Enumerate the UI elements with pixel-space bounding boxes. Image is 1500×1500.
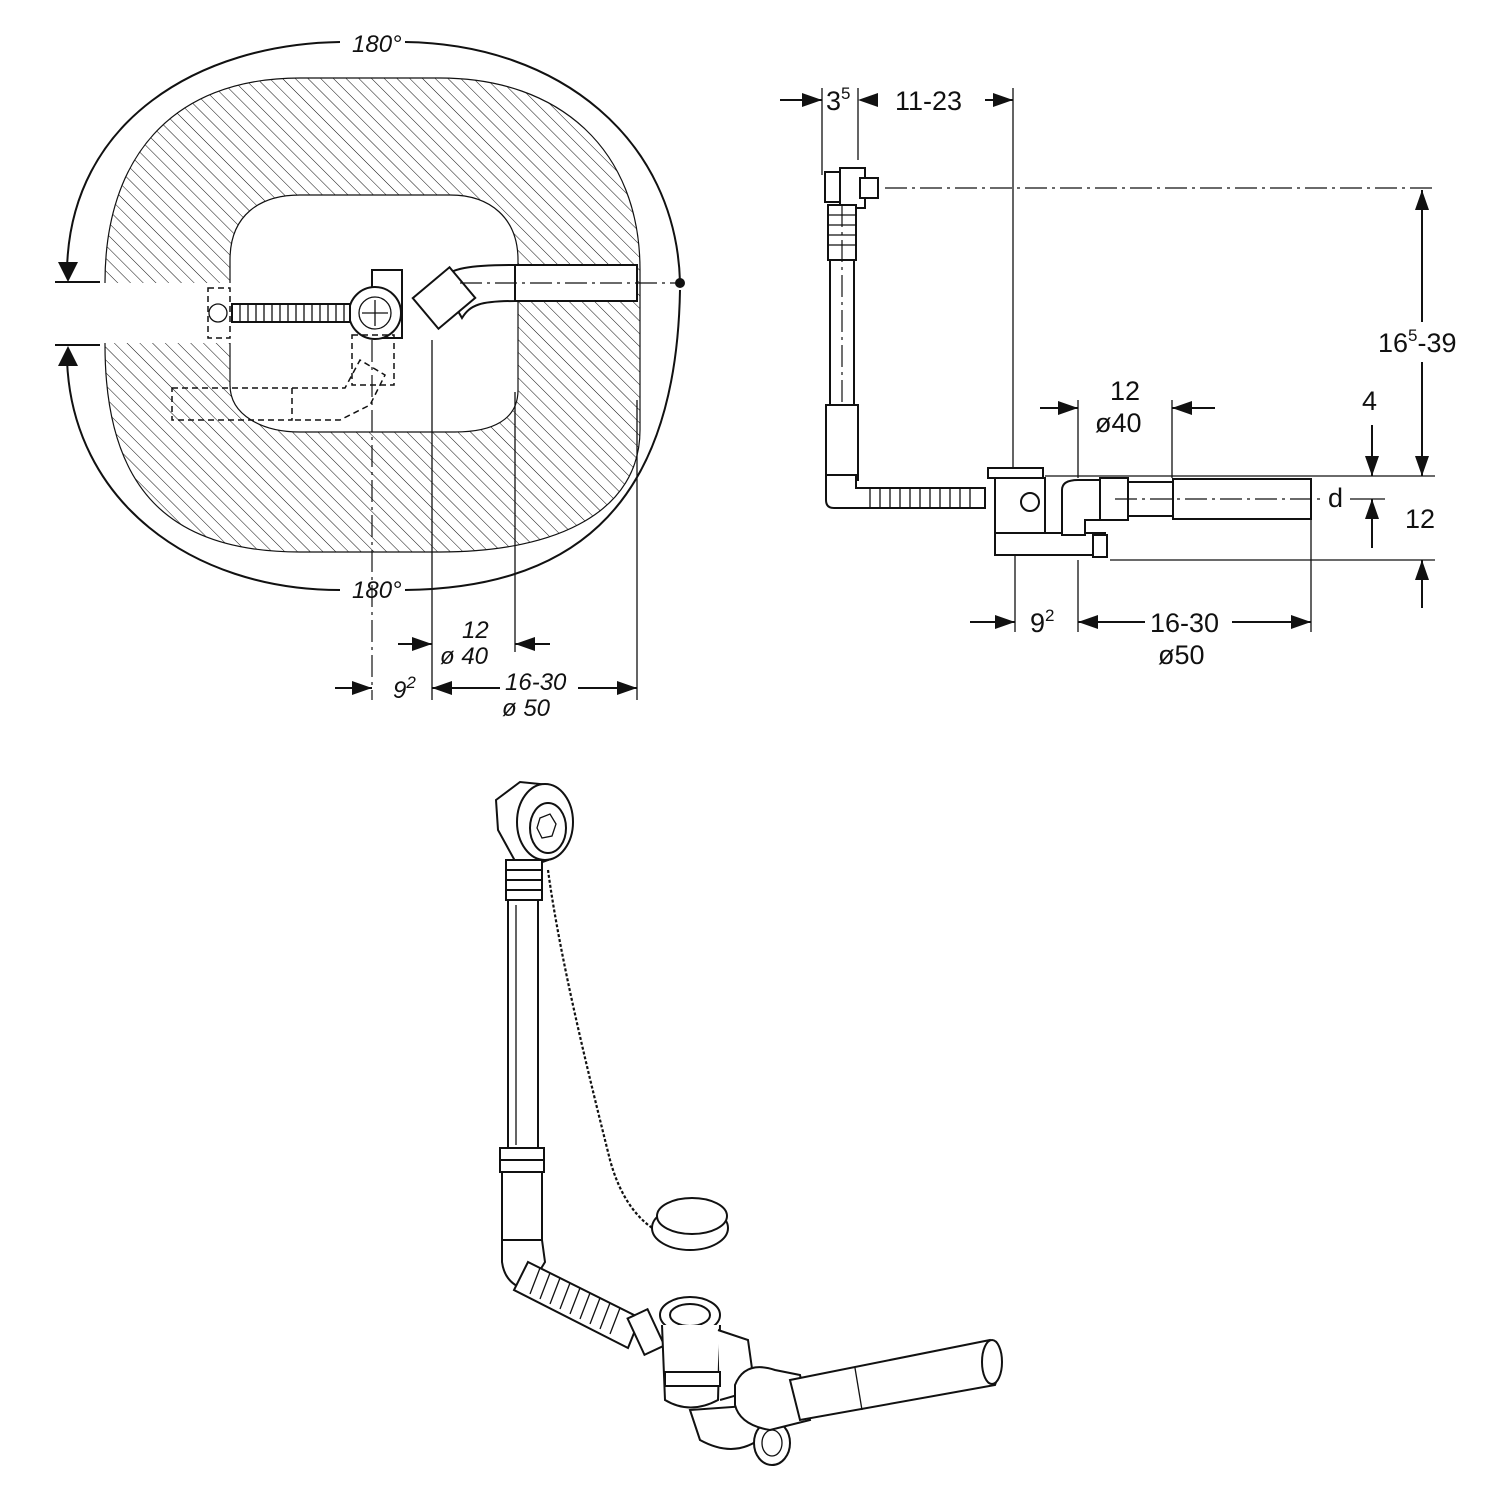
side-dim-12-top: 12 <box>1110 376 1140 406</box>
rotation-arc-bottom <box>66 359 341 591</box>
plan-dim-d40: ø 40 <box>440 643 489 670</box>
side-dim-4: 4 <box>1362 386 1377 416</box>
rotation-arc-top <box>66 41 341 271</box>
chain <box>546 869 681 1242</box>
angle-label-top: 180° <box>352 31 402 58</box>
side-dim-d: d <box>1328 483 1343 513</box>
overflow-ribs-iso <box>505 859 543 901</box>
plan-dim-9: 92 <box>393 673 416 704</box>
flex-hose-iso <box>512 1260 642 1350</box>
isometric-view <box>494 780 1003 1466</box>
side-dim-d40: ø40 <box>1095 408 1142 438</box>
rotation-arc-bottom-right <box>404 289 681 591</box>
side-dim-3: 35 <box>826 84 851 116</box>
outlet-pipe-iso <box>788 1338 1000 1422</box>
side-dim-d50: ø50 <box>1158 640 1205 670</box>
side-view: 35 11-23 <box>780 84 1473 670</box>
plan-view: 180° 180° <box>55 31 685 722</box>
side-dim-16-30: 16-30 <box>1150 608 1219 638</box>
arc-arrow-bottom <box>58 346 78 366</box>
side-dim-9: 92 <box>1030 606 1055 638</box>
plan-dim-d50: ø 50 <box>502 695 551 722</box>
drain-flange-side <box>987 467 1044 479</box>
plan-dim-12: 12 <box>462 617 489 644</box>
side-dim-16-39: 165-39 <box>1378 326 1457 358</box>
side-dim-12-right: 12 <box>1405 504 1435 534</box>
rotation-arc-top-right <box>404 41 681 283</box>
side-dim-11-23: 11-23 <box>895 86 962 116</box>
angle-label-bottom: 180° <box>352 577 402 604</box>
overflow-tube-iso <box>507 899 539 1149</box>
arc-arrow-top <box>58 262 78 282</box>
flex-hose-plan <box>231 303 351 323</box>
tub-hatched-area <box>104 77 641 553</box>
plan-dim-16-30: 16-30 <box>505 669 567 696</box>
